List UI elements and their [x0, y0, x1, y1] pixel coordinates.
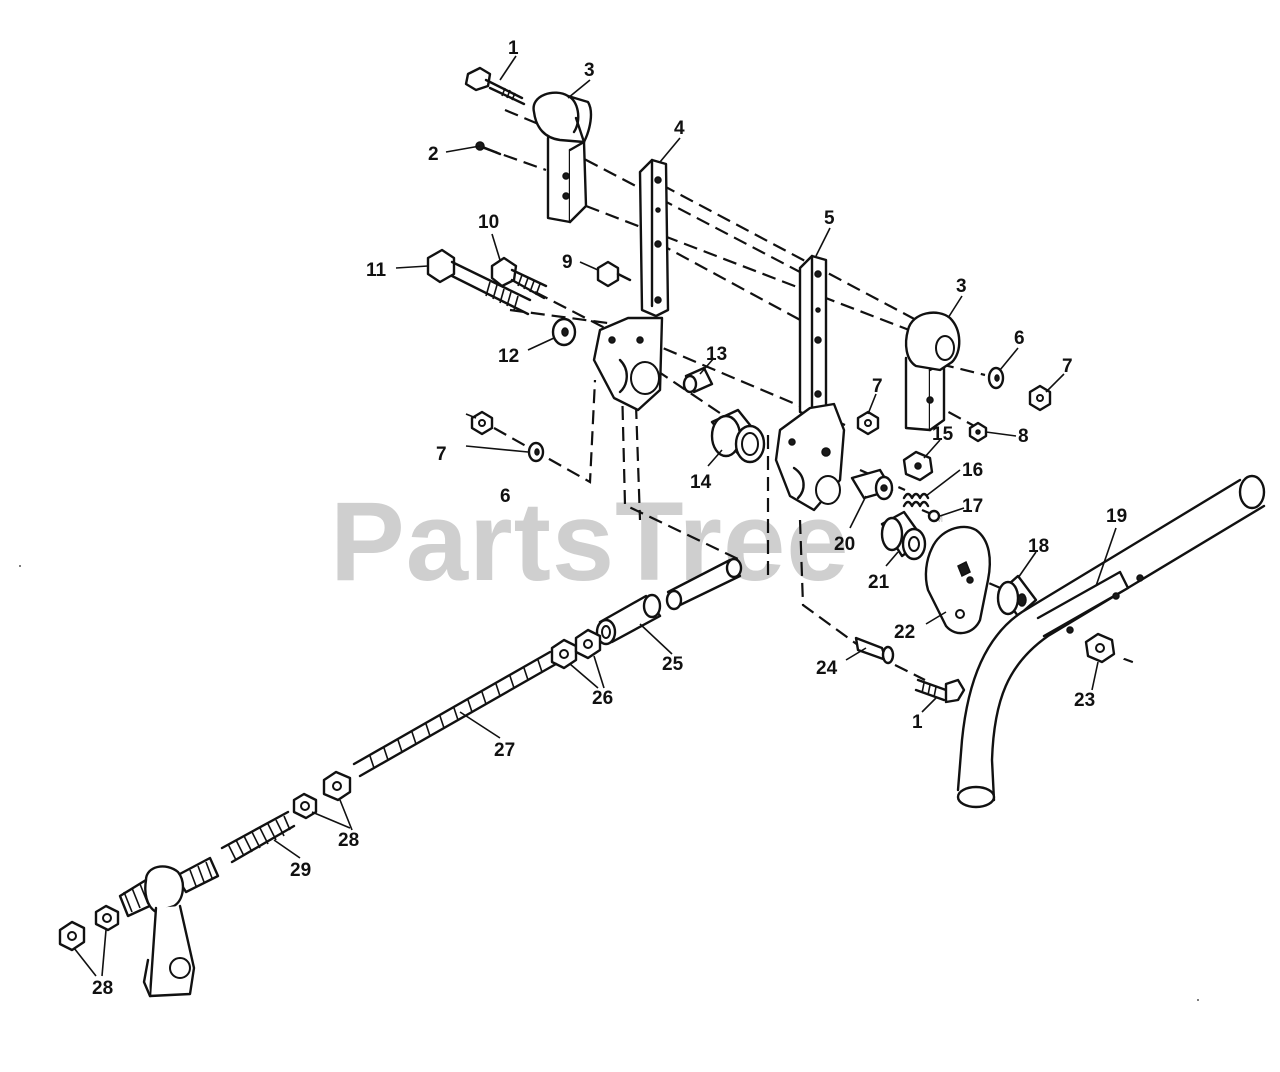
part-1-bolt-top	[464, 66, 526, 106]
parts	[58, 66, 1266, 998]
callout-20: 20	[834, 534, 855, 555]
callout-11: 11	[366, 260, 387, 281]
part-3-bracket-right	[904, 311, 961, 432]
callout-23: 23	[1074, 690, 1095, 711]
part-16-spring	[902, 492, 930, 508]
part-5-lever-arm	[774, 254, 846, 512]
part-13-spacer	[682, 366, 714, 394]
part-25-sleeve	[595, 593, 662, 646]
callout-14: 14	[690, 472, 712, 493]
part-7-nut-left	[470, 410, 494, 436]
part-9-nut	[596, 260, 632, 288]
callout-18: 18	[1028, 536, 1049, 557]
callout-13: 13	[706, 344, 727, 365]
part-12-washer	[551, 317, 577, 347]
callout-29: 29	[290, 860, 311, 881]
part-rod-end	[118, 856, 220, 998]
speck	[1197, 999, 1199, 1001]
part-8-nut	[968, 421, 988, 443]
callout-22: 22	[894, 622, 915, 643]
speck	[19, 565, 21, 567]
part-10-bolt	[490, 256, 548, 300]
part-29-spring	[220, 810, 296, 864]
part-14-bushing	[710, 408, 766, 464]
part-pivot-rod	[665, 557, 743, 611]
part-2-screw	[475, 141, 502, 156]
callout-4: 4	[674, 118, 685, 139]
callout-9: 9	[562, 252, 573, 273]
callout-27: 27	[494, 740, 515, 761]
callout-21: 21	[868, 572, 890, 593]
callout-3: 3	[956, 276, 967, 297]
part-24-pin	[854, 636, 895, 665]
callout-3: 3	[584, 60, 595, 81]
callout-10: 10	[478, 212, 499, 233]
callout-8: 8	[1018, 426, 1029, 447]
part-7-nut-middle	[856, 410, 880, 436]
callout-1: 1	[912, 712, 923, 733]
callout-1: 1	[508, 38, 519, 59]
callout-17: 17	[962, 496, 983, 517]
part-21-bushing	[880, 510, 927, 561]
part-7-nut-right	[1028, 384, 1052, 412]
part-11-long-bolt	[426, 248, 532, 316]
callout-7: 7	[872, 376, 883, 397]
callout-2: 2	[428, 144, 439, 165]
part-23-nut	[1084, 632, 1116, 664]
callout-28: 28	[338, 830, 359, 851]
part-18-collar	[996, 574, 1038, 618]
part-17-ball	[927, 509, 941, 523]
callout-6: 6	[500, 486, 511, 507]
part-28-nuts-lower	[58, 904, 120, 952]
callout-24: 24	[816, 658, 838, 679]
part-4-lever-arm	[592, 158, 670, 412]
callout-28: 28	[92, 978, 113, 999]
callout-25: 25	[662, 654, 684, 675]
callout-12: 12	[498, 346, 519, 367]
part-26-nuts	[550, 628, 602, 670]
callout-5: 5	[824, 208, 835, 229]
part-22-cam-plate	[924, 525, 991, 635]
callout-16: 16	[962, 460, 983, 481]
callout-7: 7	[436, 444, 447, 465]
part-6-washer-right	[987, 366, 1005, 390]
part-28-nuts-upper	[292, 770, 352, 820]
part-20-pin	[850, 468, 894, 501]
callout-7: 7	[1062, 356, 1073, 377]
callout-26: 26	[592, 688, 613, 709]
callout-6: 6	[1014, 328, 1025, 349]
watermark: PartsTree	[330, 479, 850, 604]
callout-19: 19	[1106, 506, 1127, 527]
part-6-washer-left	[527, 441, 545, 463]
part-3-bracket-top	[532, 91, 593, 224]
part-27-threaded-rod	[352, 650, 558, 778]
callout-15: 15	[932, 424, 954, 445]
part-15-nut	[902, 450, 934, 482]
leader-lines	[73, 55, 1117, 977]
part-1-bolt-bottom	[914, 678, 966, 704]
callouts: 1 2 3 4 5 3 6 7 7 8 9 10 11 12 13 14 15 …	[92, 38, 1127, 999]
